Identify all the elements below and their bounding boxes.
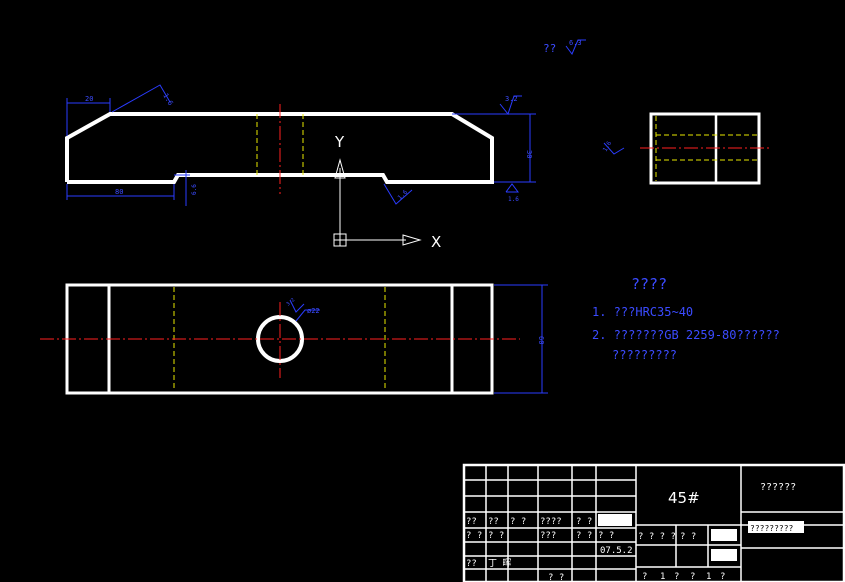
tb-stage-label: ? ? ? ?	[638, 532, 676, 542]
roughness-symbol	[111, 84, 171, 113]
roughness-symbol	[603, 142, 625, 155]
tb-label: ? ?	[576, 517, 592, 527]
tb-label: ? ?	[466, 531, 482, 541]
tb-filled-cell	[711, 549, 737, 561]
technical-requirements: ???? 1. ???HRC35~40 2. ???????GB 2259-80…	[592, 275, 780, 362]
tb-bottom-mid: ? ?	[548, 573, 564, 582]
tb-label: ??	[466, 517, 477, 527]
roughness-bottom-right: 1.6	[508, 196, 519, 203]
ucs-y-label: Y	[334, 133, 345, 151]
surface-finish-prefix: ??	[543, 42, 556, 55]
surface-finish-value: 6.3	[569, 39, 582, 47]
dim-width: 60	[537, 336, 545, 344]
ucs-icon: Y X	[333, 133, 441, 251]
side-view: 1.6	[602, 112, 772, 185]
front-view: 20 1.6 3.2 30 80 6.6 1.6 1.6	[65, 84, 536, 206]
roughness-symbol	[565, 39, 586, 55]
hole-dia: ø22	[307, 307, 320, 315]
tb-sheet-label: ?	[690, 572, 695, 582]
surface-finish-note: ?? 6.3	[543, 39, 586, 55]
tb-filled-cell	[598, 514, 632, 526]
tb-sheet-label: 1	[660, 572, 665, 582]
roughness-right-top: 3.2	[505, 95, 518, 103]
tb-sheet-label: ?	[642, 572, 647, 582]
title-block-frame	[462, 463, 845, 582]
tech-req-title: ????	[631, 275, 667, 293]
tech-req-item-1: 1. ???HRC35~40	[592, 305, 693, 319]
top-view: ø22 3.2 60	[40, 283, 548, 395]
roughness-slot: 1.6	[396, 189, 409, 202]
tech-req-item-2: 2. ???????GB 2259-80??????	[592, 328, 780, 342]
tb-drawing-no-box	[748, 521, 804, 533]
roughness-symbol	[499, 95, 522, 116]
tb-label: ???	[540, 531, 556, 541]
title-block: ?? ?? ? ? ???? ? ? ? ? ? ? ??? ? ? ? ? 0…	[462, 463, 845, 582]
hole-circle	[256, 315, 304, 363]
tb-label: ? ?	[598, 531, 614, 541]
dim-top-left: 20	[85, 95, 93, 103]
roughness-left-top: 1.6	[161, 92, 174, 107]
dim-slot-depth: 6.6	[191, 184, 198, 195]
tb-sheet-label: 1	[706, 572, 711, 582]
tb-part-name: ??????	[760, 482, 796, 493]
tech-req-item-2-cont: ?????????	[612, 348, 677, 362]
leader-line	[295, 309, 320, 322]
side-roughness: 1.6	[602, 140, 614, 153]
roughness-symbol	[289, 299, 305, 313]
tb-filled-cell	[711, 529, 737, 541]
front-view-outline	[65, 112, 494, 184]
tb-label: ? ?	[510, 517, 526, 527]
dim-height-right: 30	[525, 150, 533, 158]
roughness-symbol	[505, 183, 519, 193]
tb-drawing-no: ?????????	[750, 524, 794, 533]
tb-designer-name: 丁 晖	[488, 558, 511, 569]
tb-date: 07.5.2	[600, 546, 633, 556]
tb-sheet-label: ?	[720, 572, 725, 582]
tb-sheet-label: ?	[674, 572, 679, 582]
tb-label: ??	[488, 517, 499, 527]
tb-label: ????	[540, 517, 562, 527]
tb-label: ? ?	[488, 531, 504, 541]
tb-stage-label: ? ?	[680, 532, 696, 542]
roughness-symbol	[383, 183, 413, 205]
tb-label: ? ?	[576, 531, 592, 541]
hole-roughness: 3.2	[285, 297, 296, 307]
dim-bottom-left: 80	[115, 188, 123, 196]
ucs-x-label: X	[431, 233, 441, 251]
tb-designer-label: ??	[466, 559, 477, 569]
tb-material: 45#	[668, 489, 700, 507]
